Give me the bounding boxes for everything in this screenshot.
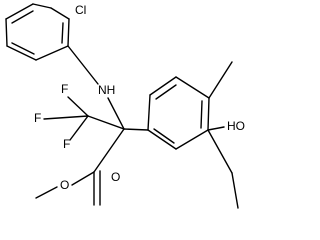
bond (175, 76, 210, 99)
chemical-structure-diagram: Cl NH F F F HO O O (5, 3, 245, 209)
ether-oxygen-label: O (60, 178, 69, 192)
bond (35, 186, 58, 199)
bond (87, 115, 125, 130)
bond (50, 7, 70, 20)
bond (6, 45, 37, 61)
bond (207, 126, 225, 131)
fluorine-label: F (61, 82, 68, 96)
bond (32, 3, 52, 9)
bond (93, 128, 125, 173)
bond (67, 18, 70, 47)
bond (5, 18, 8, 47)
hydroxyl-label: HO (227, 119, 245, 133)
bond (35, 45, 69, 61)
chlorine-label: Cl (75, 3, 86, 17)
bond (231, 172, 239, 209)
bond (175, 129, 209, 150)
bond (61, 22, 64, 44)
bond (5, 3, 34, 20)
bond (207, 97, 210, 131)
bond (200, 100, 203, 129)
fluorine-label: F (34, 111, 41, 125)
bond-lines (5, 3, 239, 209)
bond (43, 115, 89, 120)
bond (67, 96, 89, 117)
bond (149, 76, 177, 96)
amine-label: NH (98, 83, 115, 97)
bond (69, 115, 89, 141)
carbonyl-oxygen-label: O (111, 170, 120, 184)
bond (153, 128, 175, 144)
bond (11, 10, 34, 24)
bond (147, 129, 177, 150)
bond (11, 42, 35, 55)
atom-labels: Cl NH F F F HO O O (34, 3, 245, 192)
bond (67, 45, 99, 85)
bond (208, 61, 233, 99)
bond (147, 94, 151, 131)
fluorine-label: F (63, 137, 70, 151)
bond (207, 129, 233, 174)
bond (155, 84, 177, 100)
bond (107, 97, 125, 130)
bond (71, 171, 95, 186)
bond (123, 128, 149, 131)
